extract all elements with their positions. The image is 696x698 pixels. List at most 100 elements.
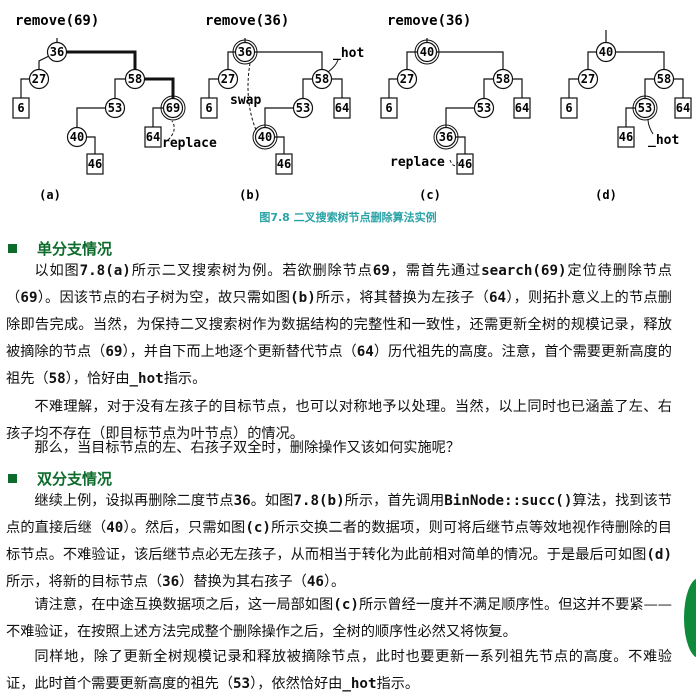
heading-bullet-icon	[8, 244, 17, 253]
text-run: 所示曾经一度并不满足顺序性。但这并不要紧——不难验证，在按照上述方法完成整个删除…	[6, 597, 672, 641]
tree-leaf-box	[513, 97, 531, 119]
text-run: ）。因该节点的右子树为空，故只需如图	[37, 290, 291, 307]
heading-bullet-icon	[8, 474, 17, 483]
tree-node-circle	[473, 97, 495, 119]
tree-node-circle	[653, 68, 675, 90]
target-node-ring	[232, 39, 258, 65]
code-token: 36	[233, 493, 251, 509]
code-token: 53	[233, 676, 251, 693]
tree-leaf-box	[86, 153, 104, 175]
tree-node-key: 40	[599, 45, 613, 59]
code-token: 64	[489, 290, 507, 307]
text-run: 继续上例，设拟再删除二度节点	[34, 493, 234, 509]
heading-single-branch: 单分支情况	[8, 238, 112, 259]
tree-leaf-box	[12, 97, 30, 119]
tree-node-key: 36	[50, 45, 64, 59]
text-run: 算法，找到该节点的直接后继（	[6, 493, 672, 537]
text-run: 以如图	[34, 263, 80, 279]
figure-label: swap	[230, 93, 261, 108]
code-token: 7.8(a)	[79, 263, 131, 279]
text-run: 定位待删除节点（	[6, 263, 672, 307]
text-run: 所示，将其替换为左孩子（	[315, 290, 489, 307]
tree-node-circle	[577, 68, 599, 90]
code-token: _hot	[342, 676, 377, 693]
code-token: BinNode::succ()	[444, 493, 573, 509]
target-node-ring	[160, 95, 186, 121]
code-token: 69	[20, 290, 38, 307]
paragraph: 请注意，在中途互换数据项之后，这一局部如图(c)所示曾经一度并不满足顺序性。但这…	[6, 592, 672, 646]
tree-node-key: 27	[221, 72, 235, 86]
tree-node-circle	[124, 68, 146, 90]
replace-arrow	[167, 120, 175, 141]
tree-leaf-box	[333, 97, 351, 119]
text-run: ），则拓扑意义上的节点删除即告完成。当然，为保持二叉搜索树作为数据结构的完整性和…	[6, 290, 672, 361]
tree-leaf-key: 46	[88, 157, 102, 171]
tree-edge	[57, 50, 137, 79]
tree-node-key: 36	[238, 45, 252, 59]
figure-label: (c)	[419, 188, 441, 202]
tree-node-key: 27	[400, 72, 414, 86]
figure-label: _hot	[333, 46, 364, 61]
tree-leaf-key: 64	[515, 101, 529, 115]
tree-node-circle	[311, 68, 333, 90]
tree-node-circle	[162, 97, 184, 119]
tree-leaf-box	[380, 97, 398, 119]
figure-label: replace	[162, 136, 217, 151]
tree-node-key: 58	[657, 72, 671, 86]
text-run: ），依然恰好由	[250, 676, 343, 693]
text-run: ）历代祖先的高度。注意，首个需要更新高度的祖先（	[6, 344, 672, 388]
page-edge-marker	[684, 578, 696, 658]
tree-leaf-key: 6	[385, 101, 392, 115]
hot-pointer-line	[647, 118, 654, 135]
tree-node-key: 36	[439, 130, 453, 144]
tree-leaf-key: 64	[146, 130, 160, 144]
code-token: (b)	[290, 290, 316, 307]
hot-pointer-line	[327, 59, 339, 73]
code-token: 69	[372, 263, 390, 279]
heading-text: 双分支情况	[37, 470, 113, 488]
text-run: 。如图	[250, 493, 294, 509]
tree-leaf-key: 6	[17, 101, 24, 115]
figure-caption: 图7.8 二叉搜索树节点删除算法实例	[259, 211, 437, 224]
text-run: 所示，将新的目标节点（	[6, 574, 163, 591]
figure-label: remove(69)	[15, 13, 99, 29]
code-token: _hot	[129, 371, 164, 388]
tree-node-circle	[634, 97, 656, 119]
tree-leaf-box	[617, 126, 635, 148]
code-token: 64	[356, 344, 374, 361]
tree-node-key: 69	[166, 101, 180, 115]
figure-label: remove(36)	[387, 13, 471, 29]
tree-node-key: 40	[420, 45, 434, 59]
text-run: 指示。	[376, 676, 420, 693]
code-token: 46	[306, 574, 324, 591]
figure-label: (a)	[39, 188, 61, 202]
heading-double-branch: 双分支情况	[8, 468, 112, 489]
tree-node-key: 40	[70, 130, 84, 144]
code-token: 36	[162, 574, 180, 591]
tree-node-circle	[254, 126, 276, 148]
heading-text: 单分支情况	[37, 240, 113, 258]
target-node-ring	[414, 39, 440, 65]
tree-node-key: 58	[496, 72, 510, 86]
tree-node-key: 27	[581, 72, 595, 86]
tree-leaf-key: 6	[565, 101, 572, 115]
figure-label: replace	[390, 155, 445, 170]
text-run: 那么，当目标节点的左、右孩子双全时，删除操作又该如何实施呢？	[34, 440, 461, 456]
paragraph: 同样地，除了更新全树规模记录和释放被摘除节点，此时也要更新一系列祖先节点的高度。…	[6, 644, 672, 698]
target-node-ring	[632, 95, 658, 121]
tree-node-circle	[595, 41, 617, 63]
tree-node-circle	[234, 41, 256, 63]
tree-node-circle	[217, 68, 239, 90]
tree-node-circle	[66, 126, 88, 148]
tree-leaf-box	[200, 97, 218, 119]
target-node-ring	[252, 124, 278, 150]
code-token: 69	[105, 344, 123, 361]
tree-leaf-key: 46	[619, 130, 633, 144]
tree-node-circle	[396, 68, 418, 90]
tree-node-key: 53	[638, 101, 652, 115]
figure-label: _hot	[648, 133, 679, 148]
text-run: ）。然后，只需如图	[123, 520, 246, 537]
tree-leaf-key: 46	[277, 157, 291, 171]
code-token: 7.8(b)	[293, 493, 345, 509]
